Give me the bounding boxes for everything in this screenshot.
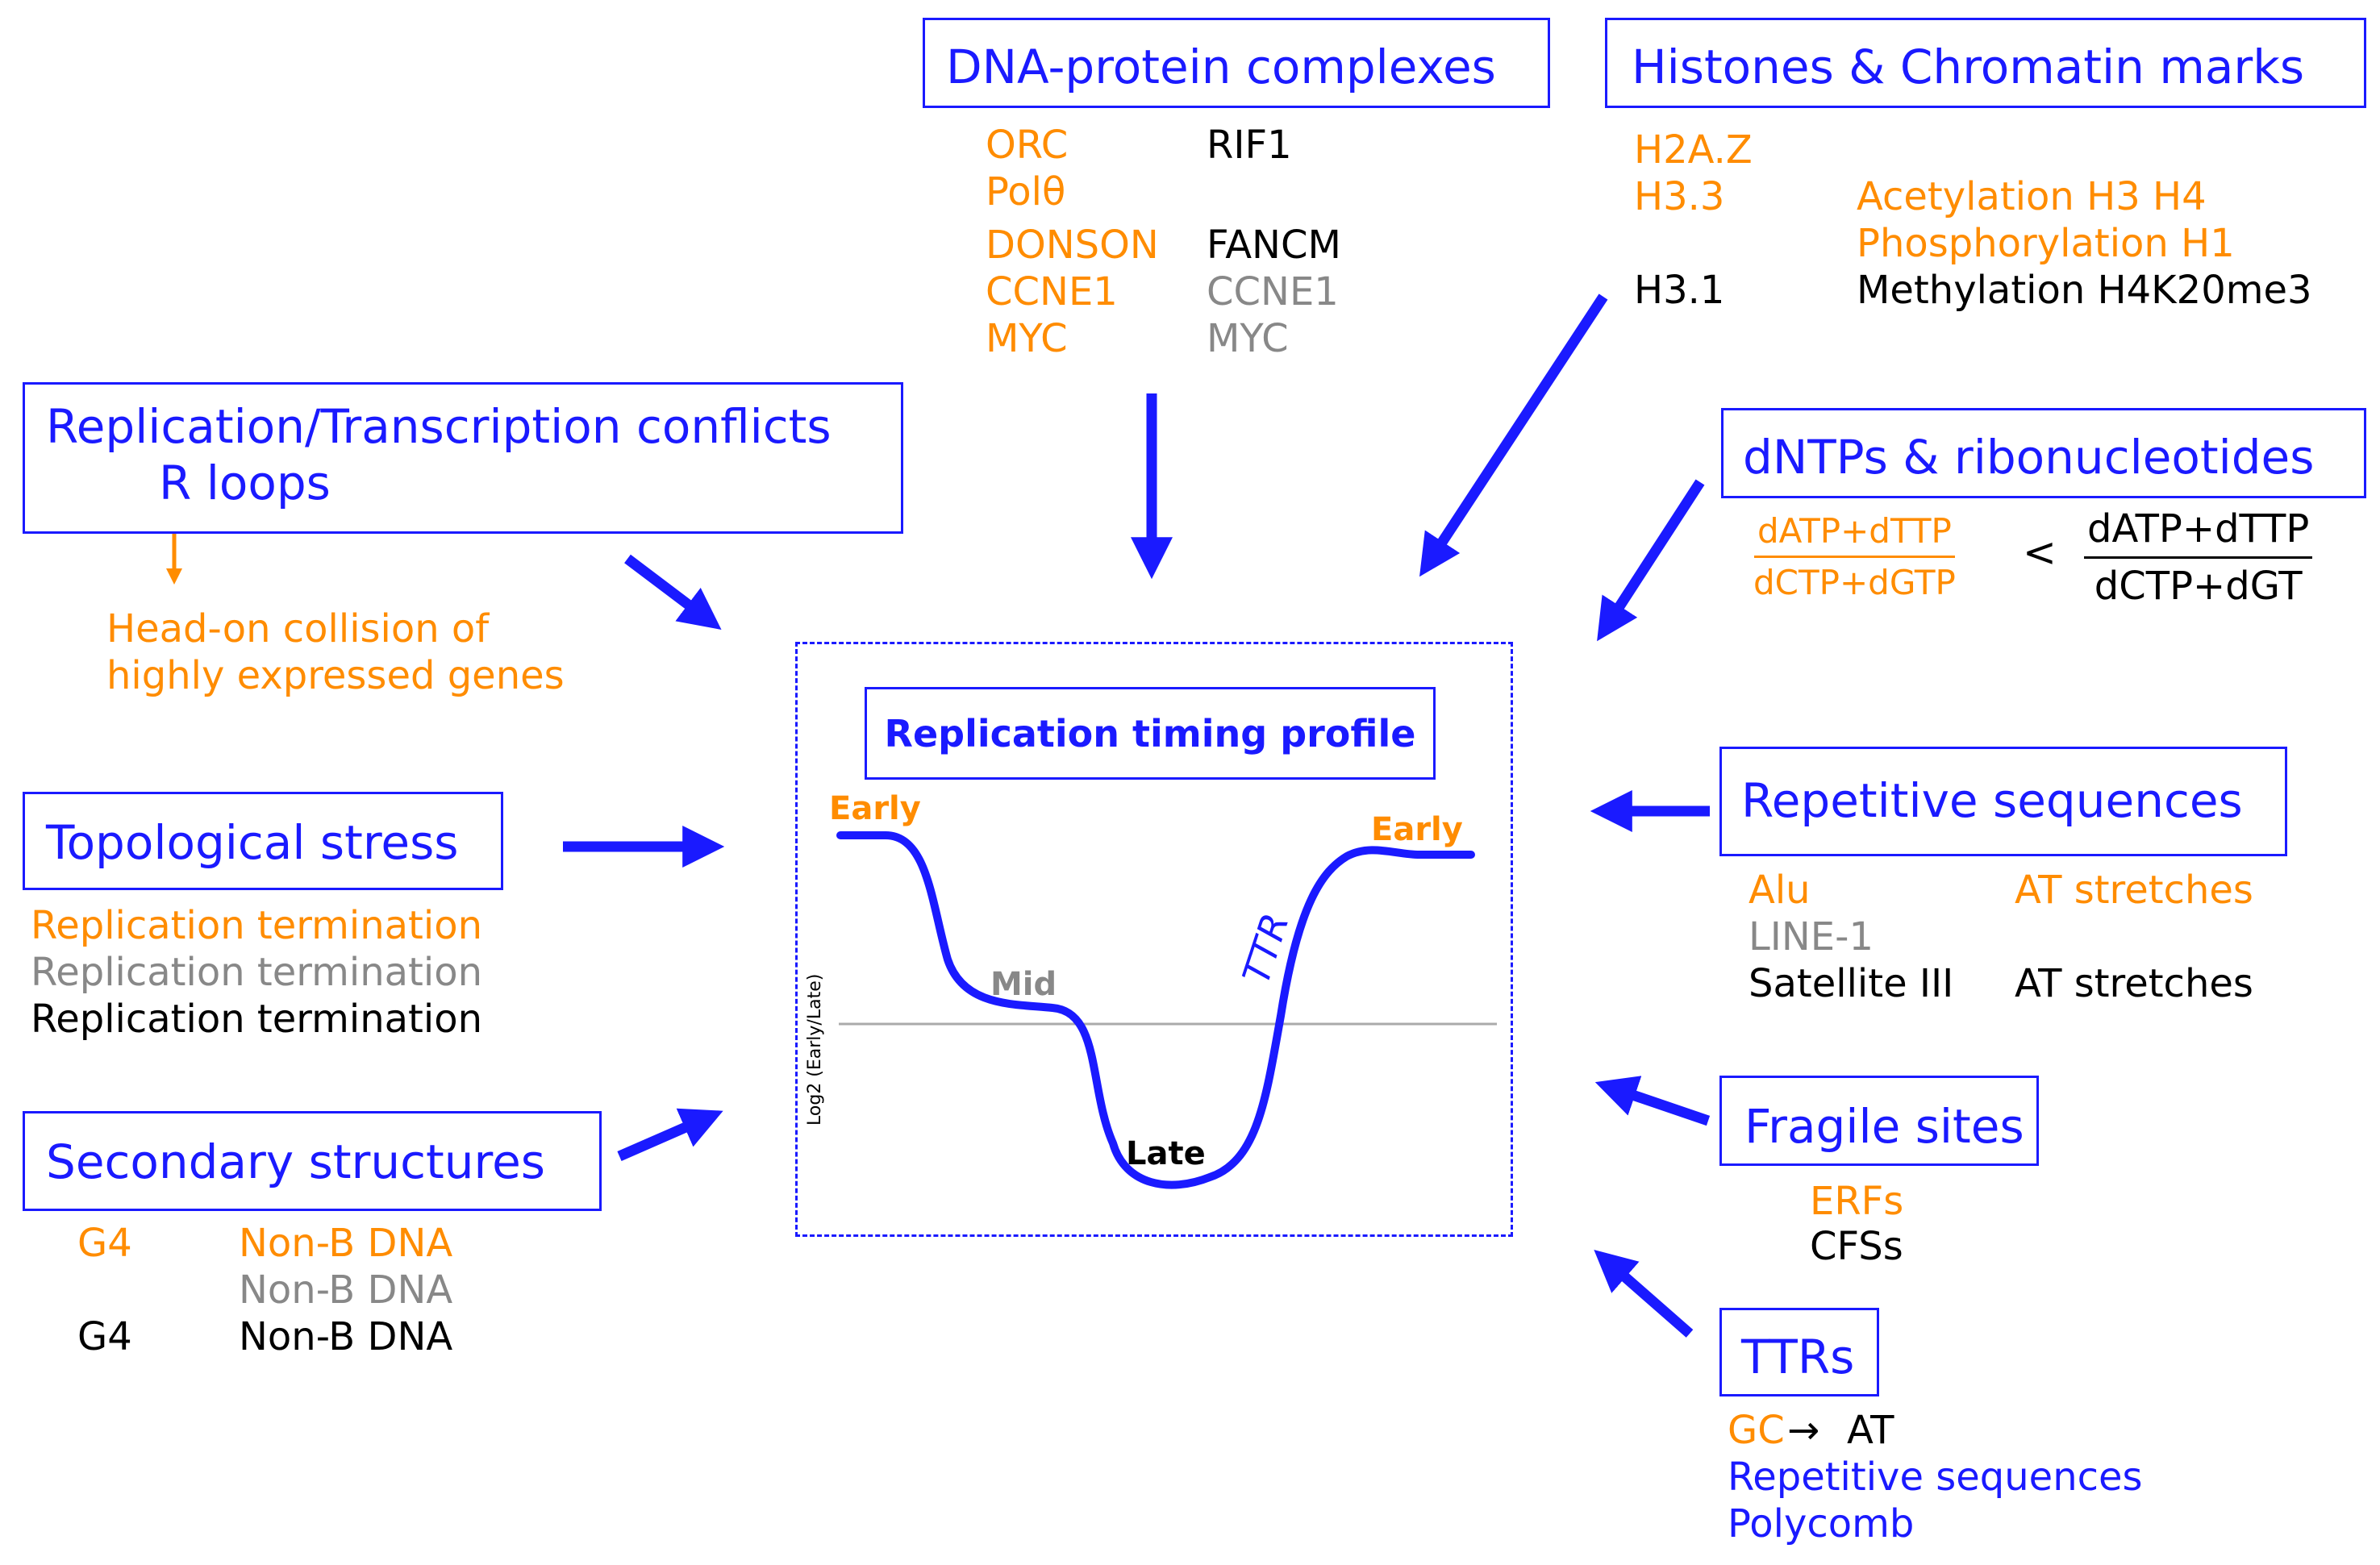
dntp-ratio-left-denominator: dCTP+dGTP (1753, 563, 1956, 602)
at-stretches-black: AT stretches (2015, 961, 2253, 1006)
fragile-sites-title: Fragile sites (1744, 1099, 2024, 1154)
arrow-secondary (617, 1108, 723, 1161)
dntp-ratio-left: dATP+dTTP dCTP+dGTP (1750, 511, 1959, 602)
at-stretches-orange: AT stretches (2015, 868, 2253, 913)
dntp-ratio-right: dATP+dTTP dCTP+dGT (2084, 506, 2313, 609)
ccne1-gray-label: CCNE1 (1207, 269, 1339, 314)
ttrs-box: TTRs (1719, 1308, 1879, 1396)
early-left-label: Early (829, 790, 921, 827)
late-label: Late (1126, 1135, 1206, 1172)
orc-label: ORC (986, 123, 1069, 168)
dna-protein-complexes-title: DNA-protein complexes (946, 40, 1496, 94)
topological-stress-title: Topological stress (46, 815, 459, 870)
satellite-iii-label: Satellite III (1749, 961, 1954, 1006)
non-b-dna-gray-label: Non-B DNA (239, 1267, 453, 1313)
arrow-fragile (1594, 1076, 1711, 1126)
at-label: AT (1847, 1408, 1894, 1453)
histones-title: Histones & Chromatin marks (1632, 40, 2305, 94)
rt-conflicts-box: Replication/Transcription conflicts R lo… (23, 382, 903, 534)
arrow-rt-conflicts (624, 554, 722, 630)
non-b-dna-orange-label: Non-B DNA (239, 1221, 453, 1266)
dntp-ratio-left-numerator: dATP+dTTP (1753, 511, 1955, 558)
timing-profile-curve (836, 831, 1475, 1189)
ccne1-orange-label: CCNE1 (986, 269, 1118, 314)
r-loops-title: R loops (159, 455, 331, 510)
repetitive-sequences-title: Repetitive sequences (1741, 773, 2243, 828)
replication-termination-gray: Replication termination (31, 950, 482, 995)
replication-timing-panel (795, 642, 1513, 1237)
dntp-ratio-right-numerator: dATP+dTTP (2084, 506, 2313, 559)
erfs-label: ERFs (1810, 1179, 1904, 1224)
cfss-label: CFSs (1810, 1224, 1903, 1269)
methylation-label: Methylation H4K20me3 (1857, 268, 2312, 313)
histones-box: Histones & Chromatin marks (1605, 18, 2366, 108)
ttr-repetitive-sequences-label: Repetitive sequences (1728, 1455, 2143, 1500)
polycomb-label: Polycomb (1728, 1501, 1915, 1546)
highly-expressed-genes-label: highly expressed genes (106, 653, 565, 698)
g4-black-label: G4 (77, 1314, 132, 1359)
dna-protein-complexes-box: DNA-protein complexes (923, 18, 1550, 108)
secondary-structures-box: Secondary structures (23, 1111, 602, 1211)
donson-label: DONSON (986, 223, 1159, 268)
dntps-box: dNTPs & ribonucleotides (1721, 408, 2366, 498)
replication-timing-profile-title: Replication timing profile (865, 687, 1436, 780)
fragile-sites-box: Fragile sites (1719, 1076, 2039, 1166)
mid-label: Mid (990, 966, 1057, 1003)
arrow-ttrs (1594, 1250, 1694, 1338)
y-axis-label: Log2 (Early/Late) (805, 973, 825, 1126)
pol-theta-label: Polθ (986, 169, 1066, 214)
topological-stress-box: Topological stress (23, 792, 503, 890)
less-than-operator: < (2023, 529, 2057, 576)
dntp-ratio-right-denominator: dCTP+dGT (2094, 564, 2303, 609)
head-on-collision-label: Head-on collision of (106, 606, 490, 651)
arrow-histones (1419, 293, 1608, 577)
alu-label: Alu (1749, 868, 1811, 913)
g4-orange-label: G4 (77, 1221, 132, 1266)
ttrs-title: TTRs (1741, 1330, 1855, 1384)
replication-termination-orange: Replication termination (31, 903, 482, 948)
rt-conflicts-title: Replication/Transcription conflicts (46, 399, 832, 454)
secondary-structures-title: Secondary structures (46, 1134, 546, 1189)
arrow-dntps (1597, 479, 1705, 642)
acetylation-label: Acetylation H3 H4 (1857, 174, 2207, 219)
myc-orange-label: MYC (986, 316, 1068, 361)
myc-gray-label: MYC (1207, 316, 1289, 361)
h31-label: H3.1 (1634, 268, 1725, 313)
dntps-title: dNTPs & ribonucleotides (1743, 430, 2315, 485)
replication-termination-black: Replication termination (31, 997, 482, 1042)
line1-label: LINE-1 (1749, 914, 1874, 959)
non-b-dna-black-label: Non-B DNA (239, 1314, 453, 1359)
phosphorylation-label: Phosphorylation H1 (1857, 221, 2235, 266)
early-right-label: Early (1371, 811, 1463, 848)
gc-to-at-arrow: → (1787, 1408, 1820, 1453)
rif1-label: RIF1 (1207, 123, 1292, 168)
h33-label: H3.3 (1634, 174, 1725, 219)
fancm-label: FANCM (1207, 223, 1341, 268)
repetitive-sequences-box: Repetitive sequences (1719, 747, 2287, 856)
h2az-label: H2A.Z (1634, 127, 1753, 173)
gc-label: GC (1728, 1408, 1785, 1453)
